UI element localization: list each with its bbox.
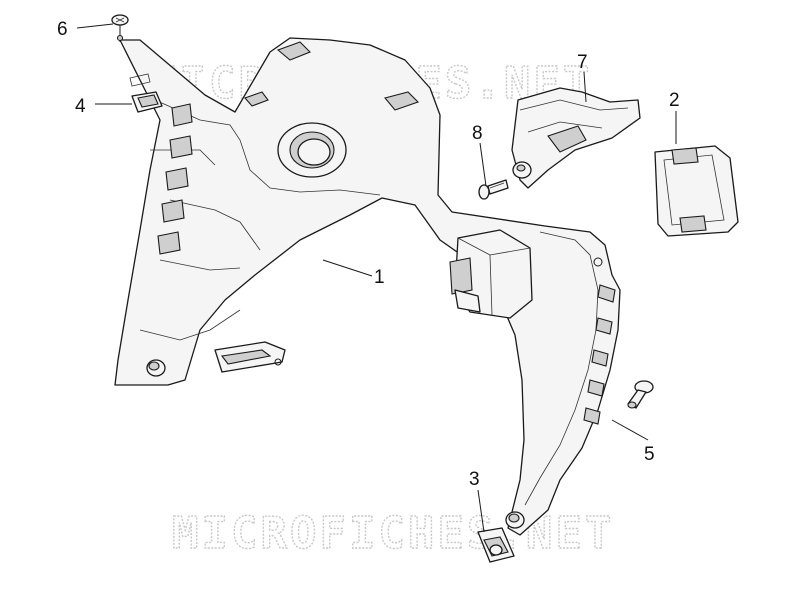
part-2-trim-frame <box>654 145 739 237</box>
leader-6 <box>76 23 114 29</box>
callout-3: 3 <box>469 469 480 490</box>
leader-3 <box>477 489 485 533</box>
leader-lines <box>76 23 677 533</box>
part-8-screw <box>478 179 509 200</box>
callout-6: 6 <box>57 19 68 40</box>
leader-7 <box>583 71 587 103</box>
callout-5: 5 <box>644 444 655 465</box>
leader-5 <box>611 419 649 441</box>
part-1-inner-panel <box>114 37 621 536</box>
callout-labels: 1 2 3 4 5 6 7 8 <box>57 19 680 490</box>
part-6-screw <box>111 14 129 42</box>
part-3-speed-nut <box>477 527 515 563</box>
part-7-duct-cover <box>511 87 641 189</box>
callout-8: 8 <box>472 123 483 144</box>
part-5-rivet <box>627 380 654 409</box>
callout-2: 2 <box>669 90 680 111</box>
callout-4: 4 <box>75 96 86 117</box>
leader-8 <box>479 142 487 187</box>
part-4-clip <box>129 73 163 113</box>
callout-7: 7 <box>577 52 588 73</box>
leader-1 <box>322 259 373 277</box>
watermark-bottom: MICROFICHES.NET <box>172 508 614 559</box>
callout-1: 1 <box>374 267 385 288</box>
